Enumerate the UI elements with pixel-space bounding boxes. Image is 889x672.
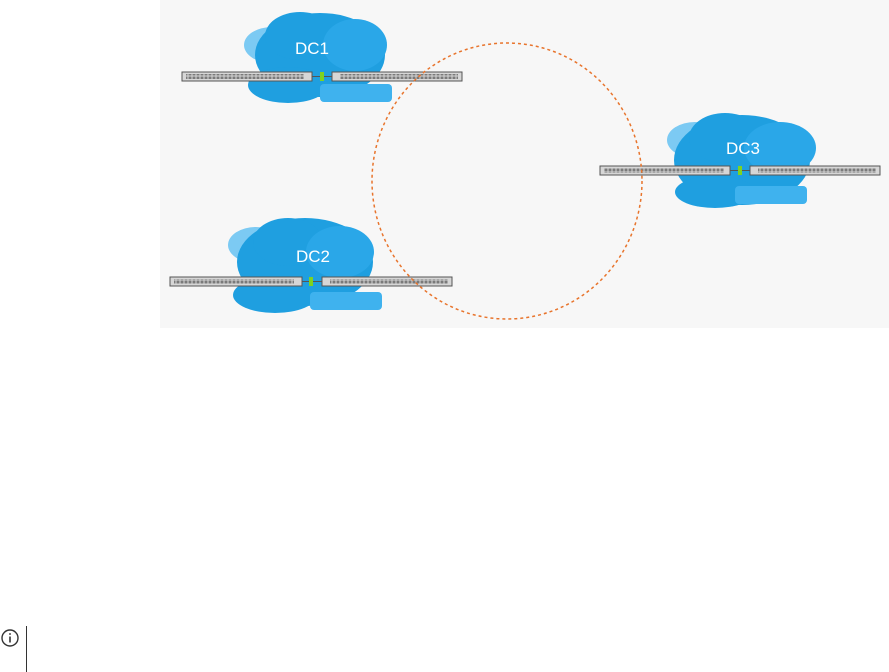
switch-pair-dc2: [170, 277, 452, 286]
cloud-label-dc2: DC2: [296, 247, 330, 266]
link-dc3: [738, 166, 742, 175]
network-diagram: DC1 DC2 DC3: [160, 0, 889, 328]
cloud-dc2: DC2: [228, 218, 382, 313]
cloud-dc1: DC1: [244, 12, 392, 103]
switch-pair-dc1: [182, 72, 462, 81]
note-divider: [26, 626, 27, 672]
link-dc2: [309, 277, 313, 286]
link-dc1: [320, 72, 324, 81]
cloud-label-dc1: DC1: [295, 39, 329, 58]
info-icon: [0, 628, 20, 648]
cloud-label-dc3: DC3: [726, 139, 760, 158]
cloud-dc3: DC3: [667, 113, 816, 208]
